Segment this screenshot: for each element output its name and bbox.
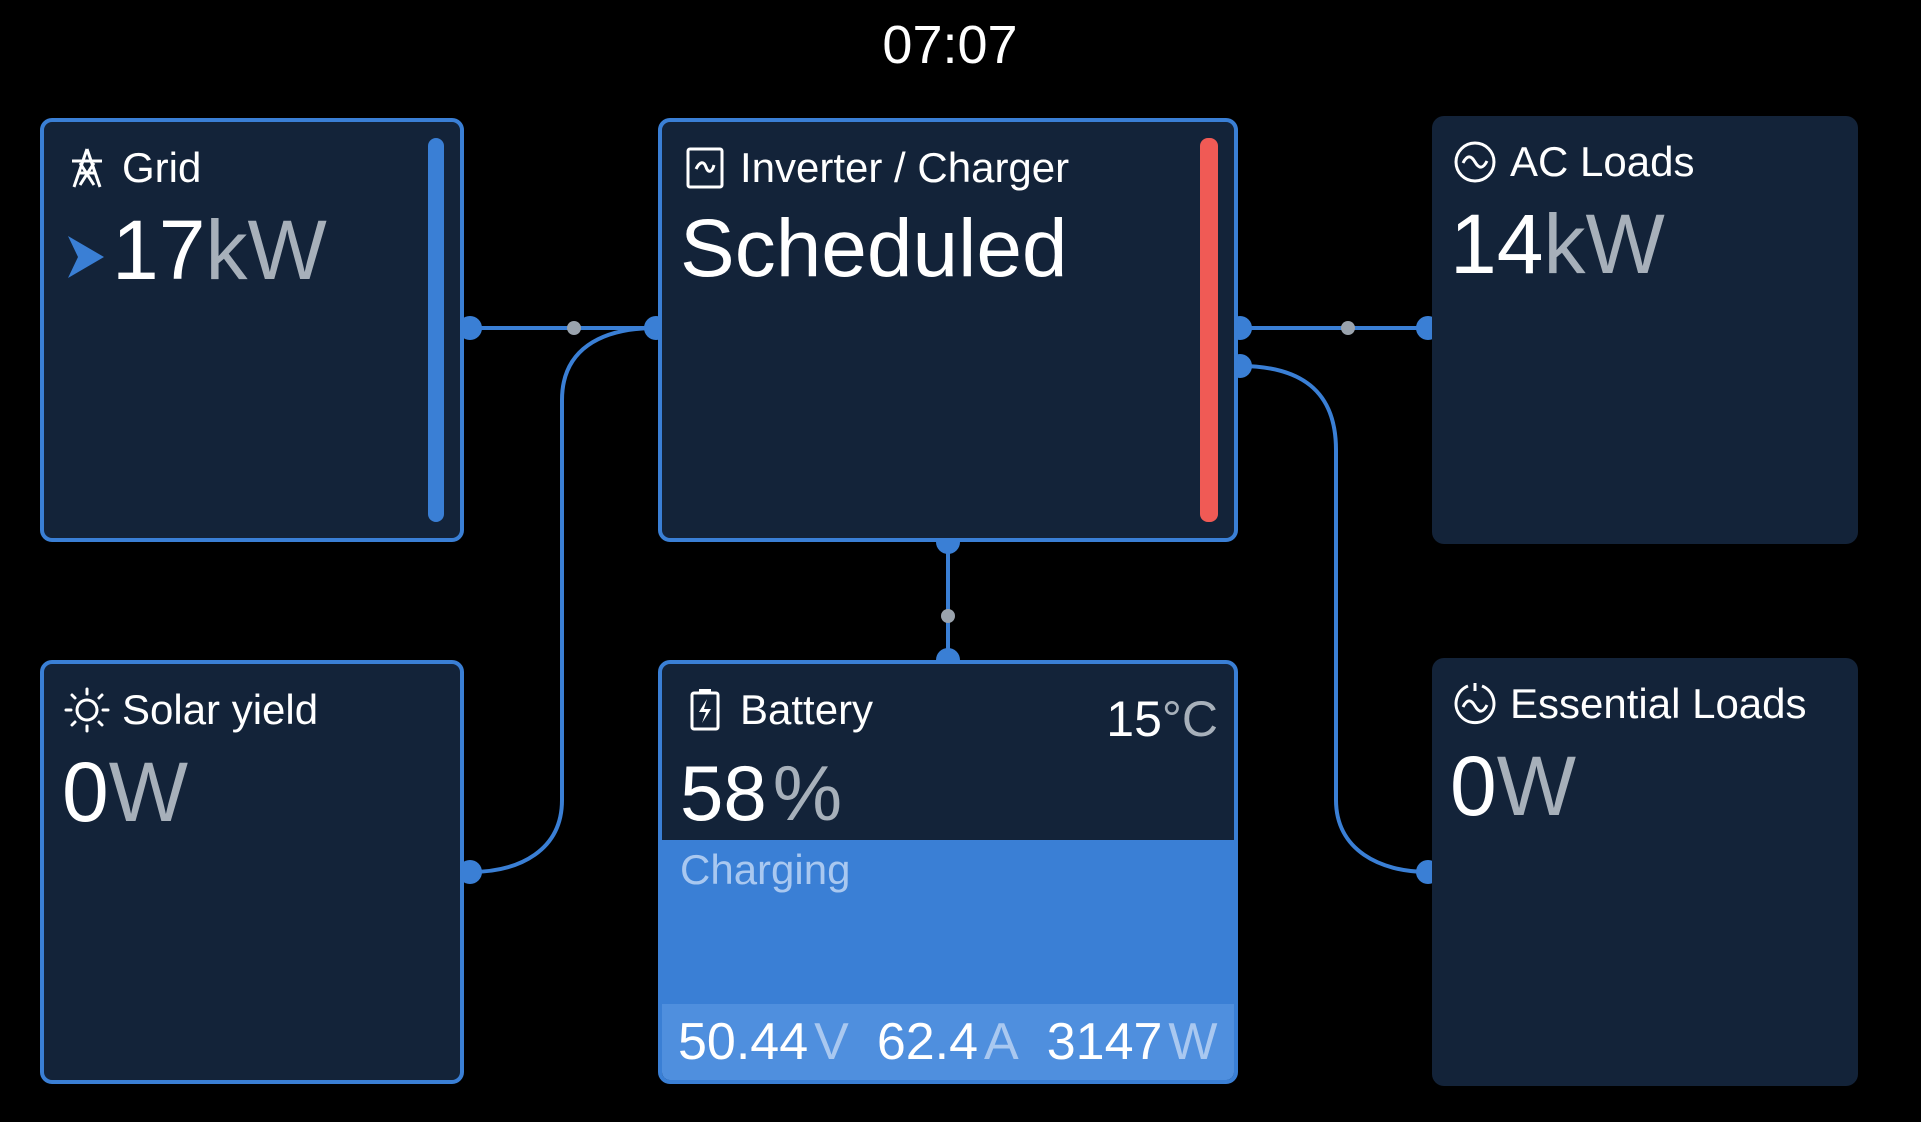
essential-loads-title-label: Essential Loads — [1510, 680, 1807, 727]
essential-loads-power: 0W — [1450, 738, 1576, 835]
grid-pylon-icon — [72, 148, 102, 188]
inverter-title: Inverter / Charger — [682, 144, 1069, 192]
clock: 07:07 — [882, 15, 1018, 75]
grid-tile[interactable]: Grid 17kW — [40, 118, 464, 542]
essential-loads-tile[interactable]: Essential Loads 0W — [1432, 658, 1858, 1086]
grid-power: 17kW — [66, 202, 327, 299]
ac-loads-title: AC Loads — [1452, 138, 1694, 186]
battery-temp-unit: °C — [1161, 691, 1218, 747]
grid-power-value: 17 — [112, 203, 206, 297]
ac-loads-tile[interactable]: AC Loads 14kW — [1432, 116, 1858, 544]
solar-port — [458, 860, 482, 884]
battery-power-unit: W — [1168, 1013, 1218, 1071]
solar-inverter-line — [469, 326, 657, 874]
battery-title-label: Battery — [740, 686, 874, 733]
solar-title: Solar yield — [64, 686, 318, 734]
solar-power: 0W — [62, 744, 188, 841]
ac-loads-power: 14kW — [1450, 196, 1665, 293]
battery-power-value: 3147 — [1046, 1013, 1163, 1071]
battery-temp-value: 15 — [1106, 691, 1162, 747]
solar-tile[interactable]: Solar yield 0W — [40, 660, 464, 1084]
flow-dot-battery — [941, 609, 955, 623]
inverter-title-label: Inverter / Charger — [740, 144, 1070, 191]
flow-dot-acloads — [1341, 321, 1355, 335]
essential-loads-icon — [1454, 683, 1496, 725]
battery-soc-value: 58 — [680, 749, 767, 837]
essential-loads-power-value: 0 — [1450, 739, 1497, 833]
ac-loads-power-value: 14 — [1450, 197, 1544, 291]
grid-title-label: Grid — [122, 144, 202, 191]
battery-current-unit: A — [984, 1013, 1019, 1071]
inverter-alarm-bar — [1200, 138, 1218, 522]
battery-voltage-value: 50.44 — [678, 1013, 809, 1071]
battery-current-value: 62.4 — [876, 1013, 979, 1071]
solar-power-value: 0 — [62, 745, 109, 839]
battery-soc-unit: % — [772, 749, 843, 837]
grid-title: Grid — [64, 144, 201, 192]
ac-loads-title-label: AC Loads — [1510, 138, 1695, 185]
solar-power-unit: W — [108, 745, 189, 839]
battery-status: Charging — [680, 846, 851, 893]
ac-loads-power-unit: kW — [1543, 197, 1665, 291]
grid-power-unit: kW — [205, 203, 327, 297]
essential-loads-title: Essential Loads — [1452, 680, 1807, 728]
battery-title: Battery — [682, 686, 873, 734]
battery-temperature: 15°C — [1106, 690, 1218, 748]
ac-sine-icon — [1454, 141, 1496, 183]
essential-loads-power-unit: W — [1496, 739, 1577, 833]
sun-icon — [64, 687, 110, 733]
battery-charging-icon — [690, 689, 720, 731]
inverter-state: Scheduled — [680, 203, 1068, 294]
flow-dot-grid — [567, 321, 581, 335]
battery-voltage-unit: V — [814, 1013, 849, 1071]
grid-port — [458, 316, 482, 340]
battery-soc: 58% — [680, 748, 842, 839]
grid-level-bar — [428, 138, 444, 522]
inverter-tile[interactable]: Inverter / Charger Scheduled — [658, 118, 1238, 542]
inverter-essential-line — [1239, 364, 1429, 874]
inverter-icon — [686, 147, 724, 189]
import-arrow-icon — [68, 235, 104, 278]
solar-title-label: Solar yield — [122, 686, 319, 733]
